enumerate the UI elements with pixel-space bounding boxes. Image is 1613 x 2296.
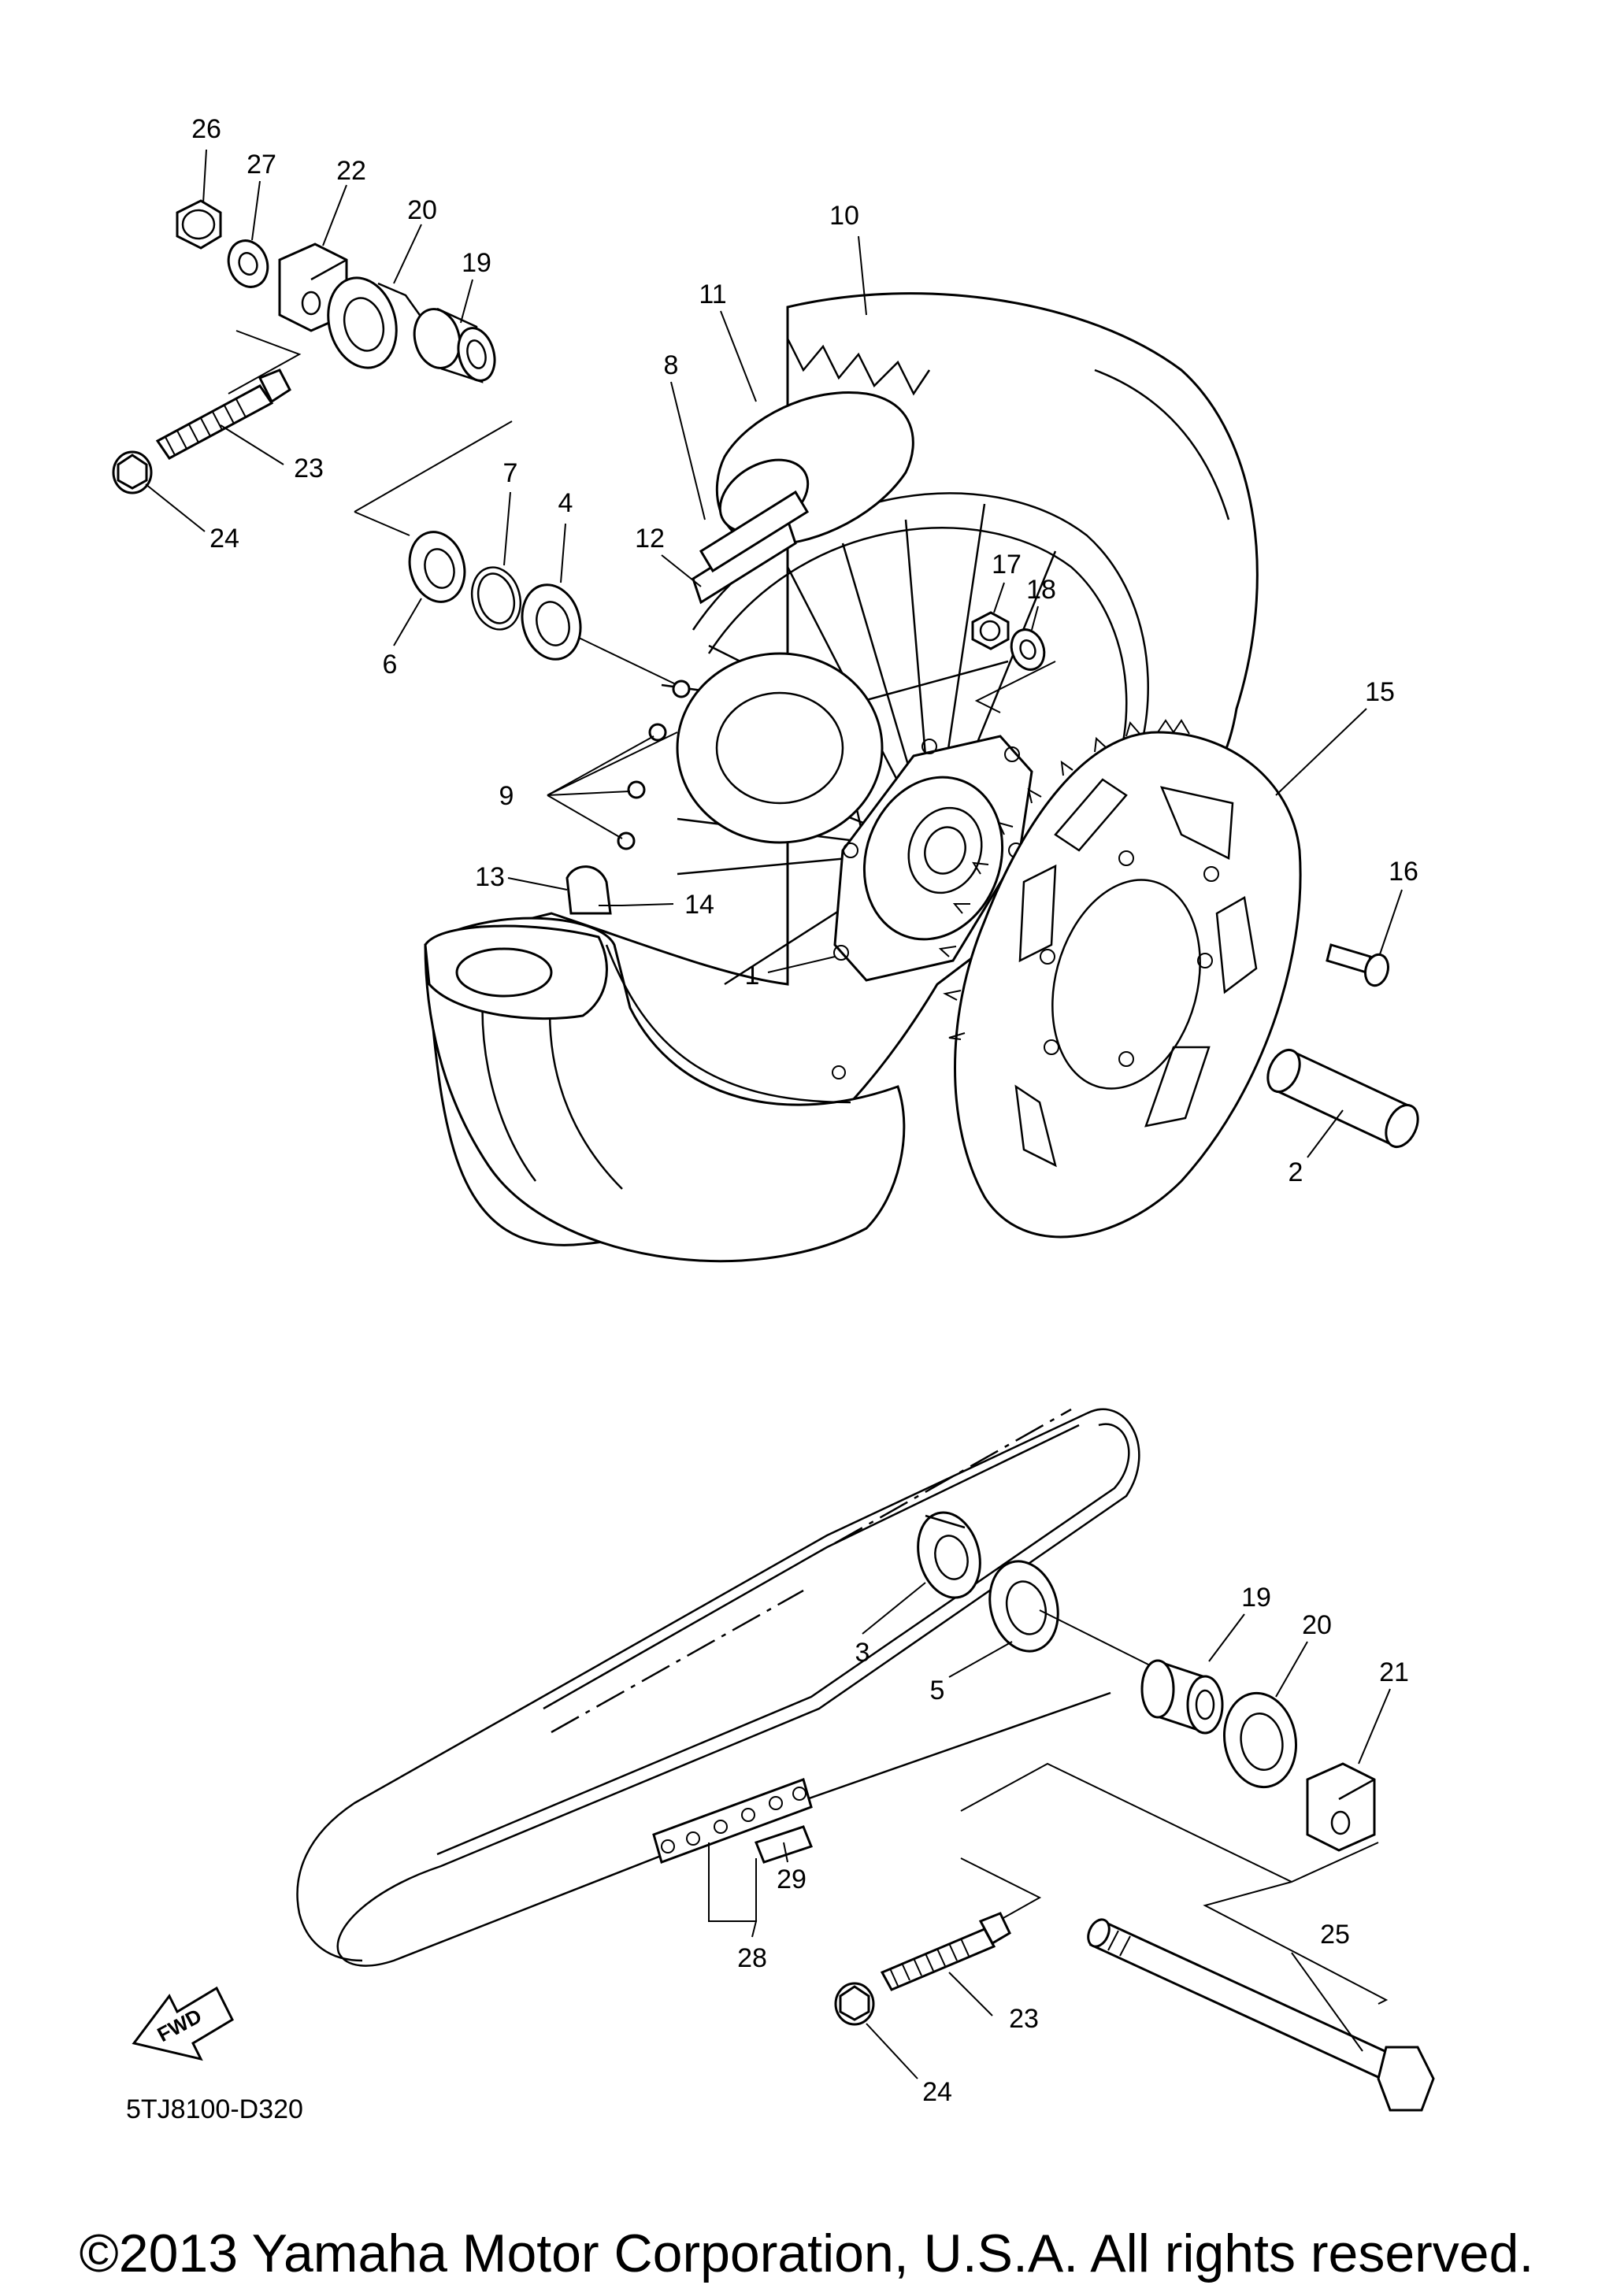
rim-lock	[692, 490, 810, 605]
callout-4: 4	[558, 488, 573, 518]
flange-nut-right	[834, 1982, 875, 2026]
sprocket	[938, 719, 1302, 1239]
flange-nut-left	[112, 450, 153, 494]
adjuster-bolt-left	[155, 368, 291, 460]
valve-cap	[565, 865, 622, 915]
oil-seal-left	[413, 307, 496, 383]
drive-chain	[296, 1408, 1140, 1967]
callout-8: 8	[664, 350, 679, 380]
axle-nut	[176, 199, 222, 250]
callout-24-right: 24	[922, 2077, 952, 2107]
rear-axle	[1087, 1918, 1435, 2112]
callout-16: 16	[1389, 857, 1418, 887]
oil-seal-right	[988, 1560, 1059, 1653]
washer	[227, 239, 269, 288]
callout-7: 7	[503, 458, 518, 488]
callout-6: 6	[383, 650, 398, 680]
diagram-code: 5TJ8100-D320	[126, 2094, 303, 2124]
copyright-notice: ©2013 Yamaha Motor Corporation, U.S.A. A…	[80, 2224, 1534, 2283]
callout-19-right: 19	[1241, 1583, 1271, 1613]
callout-19: 19	[462, 248, 491, 278]
bearing-left-outer	[408, 531, 466, 603]
callout-13: 13	[475, 862, 505, 892]
callout-21: 21	[1379, 1657, 1409, 1687]
callout-15: 15	[1365, 677, 1395, 707]
callout-9: 9	[499, 781, 514, 811]
collar-left	[327, 276, 427, 369]
callout-2: 2	[1289, 1157, 1303, 1187]
fwd-arrow-icon: FWD	[132, 1986, 234, 2061]
spacer-tube	[1266, 1049, 1419, 1148]
callout-1: 1	[745, 961, 760, 991]
callout-29: 29	[777, 1865, 806, 1894]
sprocket-washer	[1010, 628, 1046, 671]
callout-22: 22	[336, 156, 366, 186]
callout-numbers: 26 27 22 20 19 23 24 7 4 6 10 11 8 12 17…	[191, 114, 1418, 2107]
sprocket-nut	[971, 611, 1010, 650]
callout-17: 17	[992, 550, 1022, 580]
bearing-left-inner	[521, 583, 582, 661]
callout-10: 10	[829, 201, 859, 231]
callout-12: 12	[635, 524, 665, 554]
oil-seal-right-outer	[1140, 1659, 1224, 1735]
collar-right	[1222, 1691, 1298, 1789]
callout-24: 24	[210, 524, 239, 554]
leader-lines	[145, 149, 1403, 2079]
callout-26: 26	[191, 114, 221, 144]
rear-hub	[833, 735, 1033, 982]
adjuster-bolt-right	[880, 1912, 1011, 1991]
callout-23: 23	[294, 454, 324, 483]
callout-14: 14	[684, 890, 714, 920]
callout-23-right: 23	[1009, 2004, 1039, 2034]
callout-3: 3	[855, 1638, 870, 1668]
callout-20-right: 20	[1302, 1610, 1332, 1640]
spoke-nipples	[547, 680, 691, 850]
chain-adjuster-right	[1306, 1762, 1376, 1852]
circlip	[470, 566, 522, 631]
sprocket-bolt	[1326, 943, 1389, 987]
bearing-right	[917, 1511, 981, 1599]
callout-5: 5	[930, 1676, 945, 1705]
callout-18: 18	[1026, 575, 1056, 605]
hub-left-flange	[676, 652, 884, 844]
callout-27: 27	[247, 150, 276, 180]
callout-28: 28	[737, 1943, 767, 1973]
callout-25: 25	[1320, 1920, 1350, 1950]
callout-11: 11	[699, 280, 726, 309]
callout-20: 20	[407, 195, 437, 225]
